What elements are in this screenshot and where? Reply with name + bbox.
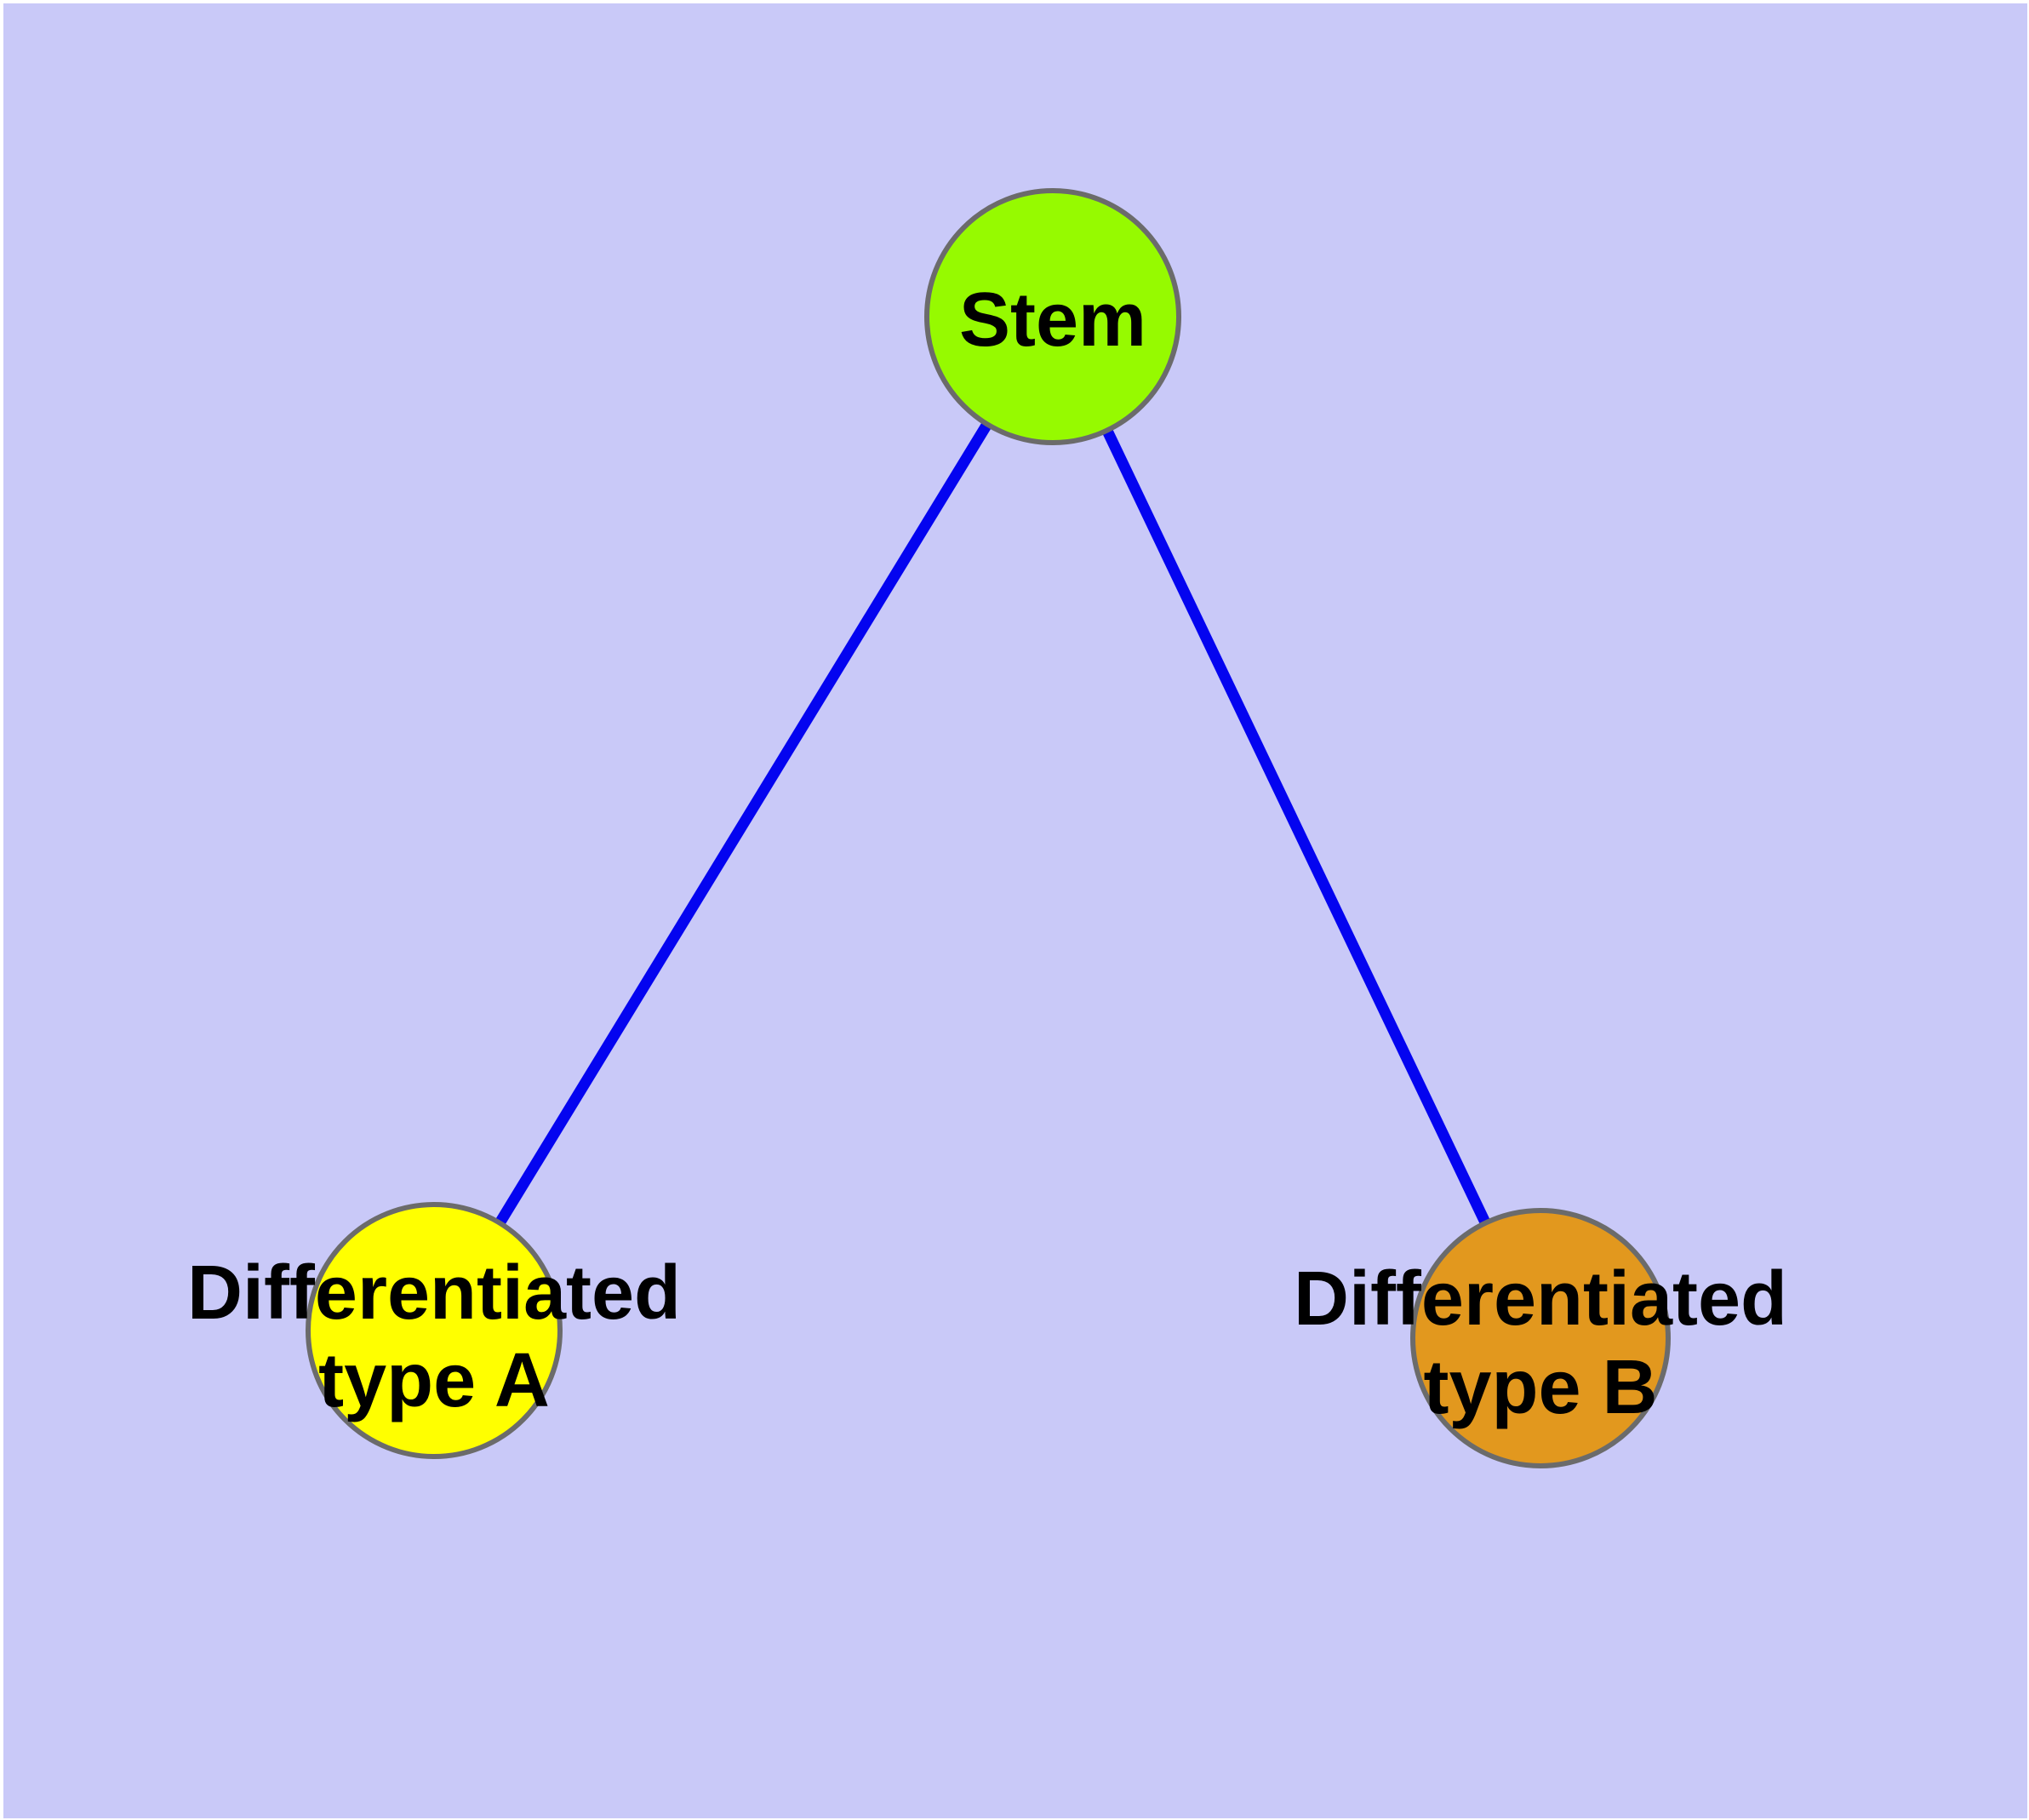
nodes: Stem Differentiated type A Differentiate… [187,188,1787,1468]
edges [429,313,1546,1341]
node-differentiated-type-b: Differentiated type B [1294,1208,1787,1468]
type-b-node-label-line2: type B [1423,1345,1657,1430]
type-a-node-label-line2: type A [318,1338,550,1423]
type-a-node-circle [306,1202,563,1459]
stem-node-label: Stem [959,278,1146,363]
edge-stem-to-type-b [1048,314,1546,1341]
stem-node-circle [924,188,1181,445]
node-differentiated-type-a: Differentiated type A [187,1202,681,1459]
edge-stem-to-type-a [429,313,1058,1334]
type-b-node-circle [1410,1208,1671,1468]
type-a-node-label-line1: Differentiated [187,1251,681,1336]
node-stem: Stem [924,188,1181,445]
type-b-node-label-line1: Differentiated [1294,1256,1787,1342]
